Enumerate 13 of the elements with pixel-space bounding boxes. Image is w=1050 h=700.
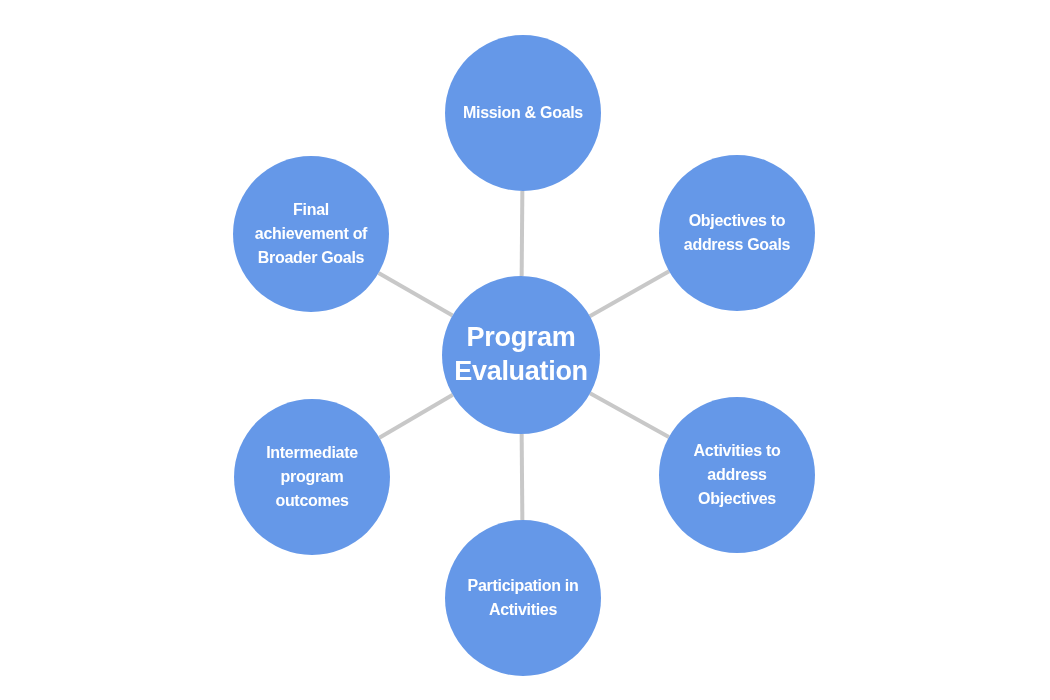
circle-label: Mission & Goals — [463, 103, 583, 123]
circle-label: Activities to address Objectives — [692, 441, 782, 509]
connector-line — [589, 391, 670, 439]
circle-label: Intermediate program outcomes — [265, 443, 359, 511]
circle-label: Final achievement of Broader Goals — [253, 200, 369, 268]
connector-line — [377, 271, 454, 318]
connector-line — [519, 434, 525, 521]
connector-line — [378, 393, 454, 440]
connector-line — [588, 269, 671, 318]
connector-line — [519, 190, 525, 277]
circle-label: Participation in Activities — [466, 576, 580, 620]
circle-label: Objectives to address Goals — [682, 211, 792, 255]
circle-label: Program Evaluation — [454, 321, 588, 388]
